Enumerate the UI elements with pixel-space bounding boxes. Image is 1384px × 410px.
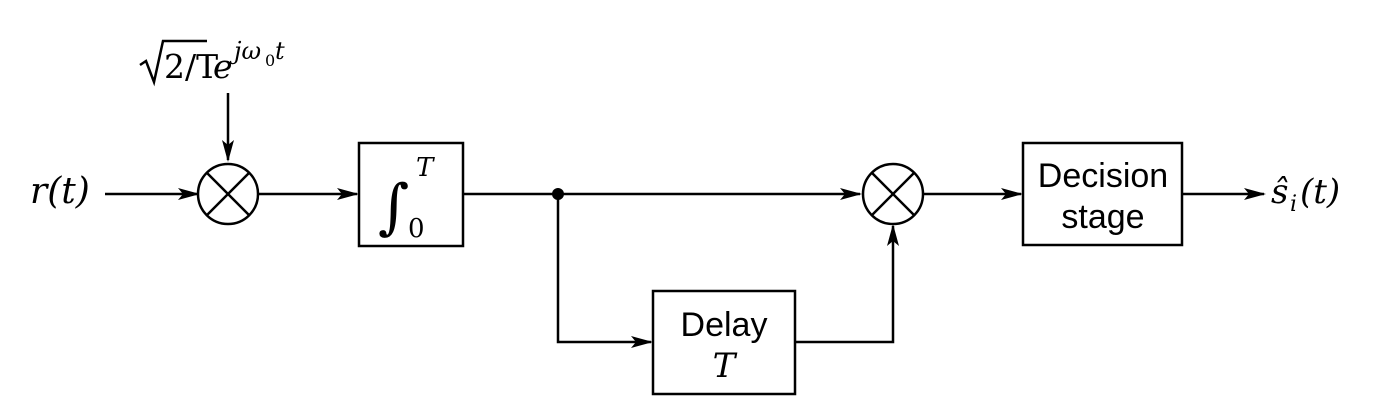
- integral-sign: ∫: [378, 172, 409, 242]
- delay-output-arrow: [795, 224, 899, 344]
- delay-block: Delay T: [651, 289, 797, 396]
- output-signal-label: ŝ i (t): [1271, 172, 1340, 217]
- input-signal-label: r(t): [30, 171, 90, 212]
- integrator-block: ∫ T 0: [357, 141, 465, 248]
- exp-power-tail: t: [275, 37, 285, 65]
- sqrt-argument: 2/T: [164, 47, 218, 86]
- output-subscript: i: [1290, 192, 1297, 217]
- output-argument: (t): [1300, 172, 1340, 212]
- delay-path-arrow: [556, 194, 653, 348]
- integrator-lower-limit: 0: [408, 214, 425, 244]
- multiplier-2: [861, 162, 925, 226]
- delay-value: T: [713, 346, 738, 386]
- output-base: ŝ: [1271, 172, 1288, 212]
- sqrt-sign: [139, 39, 207, 87]
- integrator-upper-limit: T: [416, 153, 435, 183]
- decision-label-line2: stage: [1061, 198, 1144, 236]
- multiplier-1: [196, 162, 260, 226]
- exp-base: e: [213, 47, 233, 86]
- delay-label: Delay: [681, 306, 768, 344]
- reference-signal-label: 2/T e jω 0 t: [139, 37, 285, 87]
- exp-power: jω: [229, 37, 261, 65]
- decision-label-line1: Decision: [1038, 157, 1168, 195]
- exp-subscript: 0: [265, 51, 275, 70]
- decision-block: Decision stage: [1021, 141, 1184, 247]
